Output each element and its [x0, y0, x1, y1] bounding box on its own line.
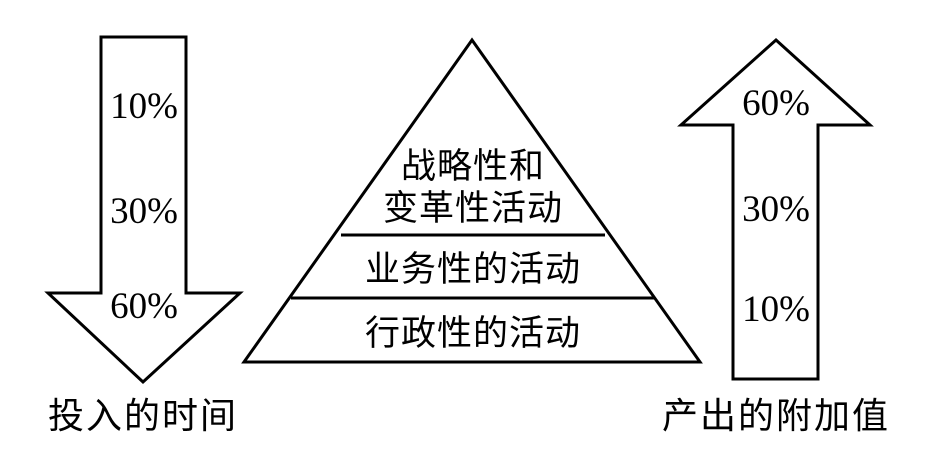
- right-arrow-caption: 产出的附加值: [662, 396, 890, 437]
- pyramid-tier-middle: 业务性的活动: [365, 250, 581, 290]
- left-arrow-group: 10% 30% 60% 投入的时间: [44, 35, 244, 437]
- right-arrow-percent-3: 10%: [742, 289, 810, 330]
- left-arrow-caption: 投入的时间: [48, 396, 238, 437]
- right-arrow-group: 60% 30% 10% 产出的附加值: [662, 37, 890, 437]
- pyramid-group: 战略性和 变革性活动 业务性的活动 行政性的活动: [241, 37, 703, 364]
- left-arrow-percent-2: 30%: [110, 191, 178, 232]
- pyramid-tier-bottom: 行政性的活动: [365, 314, 581, 354]
- right-arrow-percent-1: 60%: [742, 83, 810, 124]
- pyramid-tier-top-line-2: 变革性活动: [383, 189, 563, 229]
- up-arrow-icon: [677, 37, 874, 381]
- down-arrow-icon: [44, 35, 244, 385]
- pyramid-tier-top-line-1: 战略性和: [401, 147, 545, 187]
- pyramid-outline: [241, 37, 703, 364]
- right-arrow-percent-2: 30%: [742, 189, 810, 230]
- left-arrow-percent-1: 10%: [110, 86, 178, 127]
- left-arrow-percent-3: 60%: [110, 286, 178, 327]
